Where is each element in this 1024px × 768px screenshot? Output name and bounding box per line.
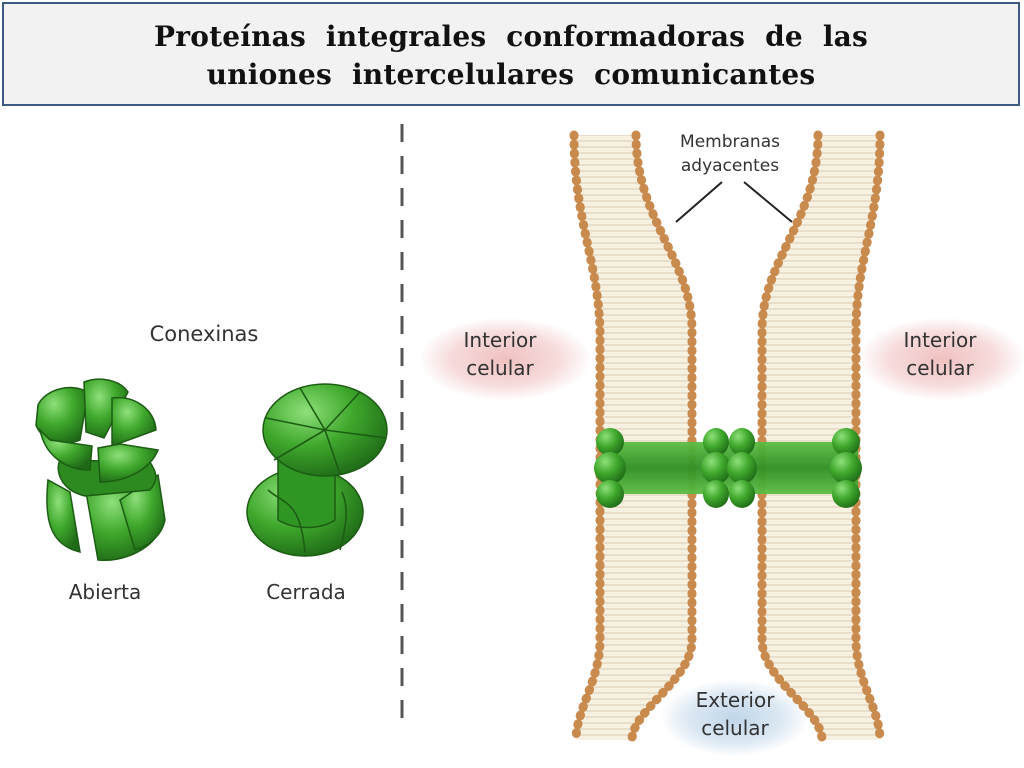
connexins-heading: Conexinas — [149, 322, 259, 346]
membranes-pointer-lines — [675, 181, 793, 223]
interior-right-label: Interior celular — [880, 326, 1000, 382]
open-label: Abierta — [68, 580, 142, 604]
interior-right-line2: celular — [906, 356, 974, 380]
left-membrane — [569, 130, 697, 745]
exterior-line2: celular — [701, 716, 769, 740]
closed-label: Cerrada — [266, 580, 346, 604]
exterior-line1: Exterior — [695, 688, 775, 712]
membranes-label: Membranas adyacentes — [660, 130, 800, 178]
interior-right-glow — [860, 318, 1024, 400]
open-connexon-illustration — [35, 378, 166, 561]
exterior-label: Exterior celular — [672, 686, 798, 742]
interior-left-line1: Interior — [463, 328, 537, 352]
title-line-1: Proteínas integrales conformadoras de la… — [154, 20, 868, 53]
membranes-label-line2: adyacentes — [680, 156, 780, 176]
interior-right-line1: Interior — [903, 328, 977, 352]
membranes-label-line1: Membranas — [680, 132, 780, 152]
interior-left-label: Interior celular — [440, 326, 560, 382]
interior-left-line2: celular — [466, 356, 534, 380]
gap-junction-channel — [594, 428, 862, 508]
exterior-glow — [662, 680, 808, 756]
closed-connexon-illustration — [246, 383, 388, 557]
right-membrane — [757, 130, 885, 745]
interior-left-glow — [420, 318, 590, 400]
title-banner: Proteínas integrales conformadoras de la… — [2, 2, 1020, 106]
title-line-2: uniones intercelulares comunicantes — [206, 58, 816, 91]
